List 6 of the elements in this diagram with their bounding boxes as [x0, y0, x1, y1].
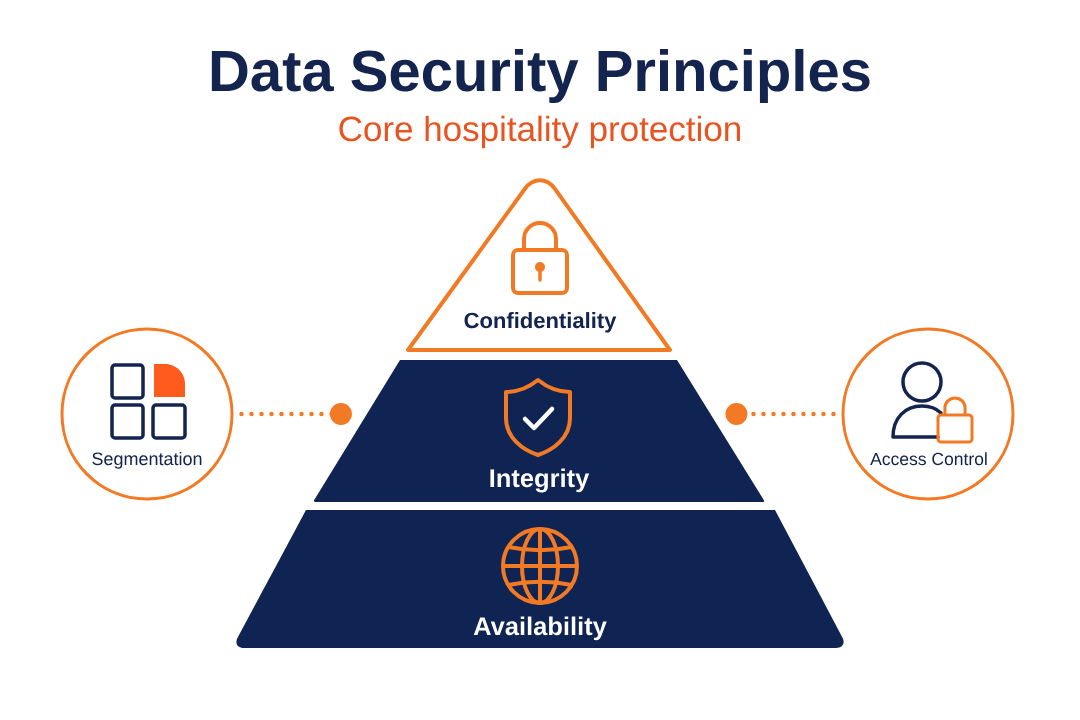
- dotted-connector: [239, 403, 352, 425]
- title: Data Security Principles: [211, 48, 870, 104]
- pyramid-apex: Confidentiality: [406, 178, 672, 352]
- pyramid-tier: Availability: [236, 510, 844, 648]
- dotted-connector: [725, 403, 836, 425]
- pyramid-tier: Integrity: [313, 360, 765, 502]
